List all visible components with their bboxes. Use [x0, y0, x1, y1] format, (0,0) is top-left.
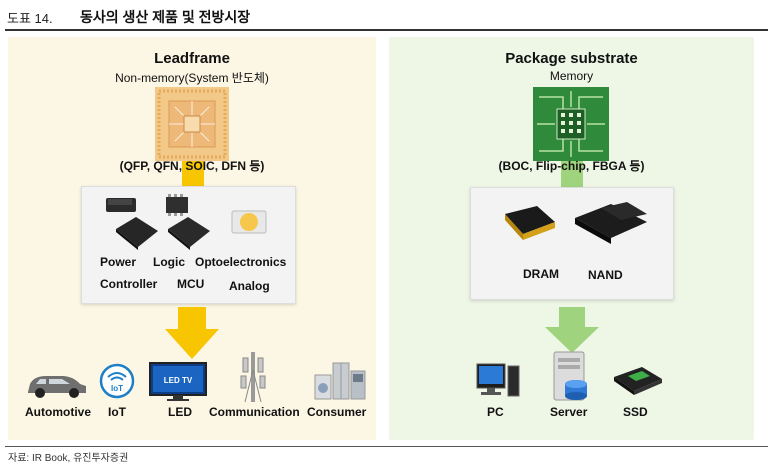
package-substrate-panel: Package substrate Memory (BOC, Flip-chip…: [389, 37, 754, 440]
product-label-logic: Logic: [153, 255, 185, 269]
power-chip-icon: [106, 198, 136, 212]
product-label-optoelectronics: Optoelectronics: [195, 255, 287, 269]
app-label-automotive: Automotive: [25, 405, 91, 419]
app-label-consumer: Consumer: [307, 405, 367, 419]
figure-header: 도표 14. 동사의 생산 제품 및 전방시장: [0, 0, 773, 32]
server-icon: [553, 351, 587, 401]
pc-icon: [476, 363, 520, 397]
header-rule: [5, 29, 768, 31]
optoelectronics-chip-icon: [231, 210, 267, 234]
dram-chip-icon: [505, 206, 555, 240]
leadframe-down-arrow-icon: [165, 307, 219, 359]
product-label-controller: Controller: [100, 277, 158, 291]
leadframe-panel: Leadframe Non-memory(System 반도체) (QFP, Q…: [8, 37, 376, 440]
mcu-chip-icon: [168, 217, 210, 250]
substrate-packages: (BOC, Flip-chip, FBGA 등): [498, 159, 645, 173]
consumer-appliances-icon: [314, 362, 366, 400]
app-label-server: Server: [550, 405, 588, 419]
product-label-nand: NAND: [588, 268, 623, 282]
leadframe-subtitle: Non-memory(System 반도체): [115, 71, 269, 85]
product-label-mcu: MCU: [177, 277, 205, 291]
communication-tower-icon: [240, 352, 266, 403]
figure-number: 도표 14.: [7, 11, 53, 26]
ssd-icon: [614, 367, 662, 395]
product-label-power: Power: [100, 255, 137, 269]
nand-chip-icon: [575, 202, 647, 244]
app-label-pc: PC: [487, 405, 504, 419]
substrate-products-card: DRAM NAND: [470, 187, 674, 300]
product-label-dram: DRAM: [523, 267, 559, 281]
substrate-down-arrow-icon: [545, 307, 599, 353]
logic-chip-icon: [166, 194, 188, 216]
iot-icon-text: IoT: [111, 384, 123, 393]
leadframe-packages: (QFP, QFN, SOIC, DFN 등): [119, 159, 265, 173]
controller-chip-icon: [116, 217, 158, 250]
app-label-iot: IoT: [108, 405, 126, 419]
package-substrate-icon: [533, 87, 609, 161]
automotive-icon: [28, 376, 86, 398]
app-label-ssd: SSD: [623, 405, 648, 419]
substrate-subtitle: Memory: [549, 69, 594, 83]
app-label-led: LED: [168, 405, 192, 419]
leadframe-products-card: Power Logic Optoelectronics Controller M…: [81, 186, 296, 304]
source-note: 자료: IR Book, 유진투자증권: [8, 453, 129, 464]
substrate-title: Package substrate: [505, 50, 638, 67]
leadframe-title: Leadframe: [154, 50, 230, 67]
figure-title: 동사의 생산 제품 및 전방시장: [80, 9, 251, 25]
led-tv-text: LED TV: [164, 376, 193, 385]
app-label-communication: Communication: [209, 405, 300, 419]
product-label-analog: Analog: [229, 279, 270, 293]
led-tv-icon: LED TV: [149, 362, 207, 401]
iot-icon: IoT: [99, 363, 135, 399]
leadframe-chip-icon: [155, 87, 229, 161]
footer-rule: [5, 446, 768, 447]
